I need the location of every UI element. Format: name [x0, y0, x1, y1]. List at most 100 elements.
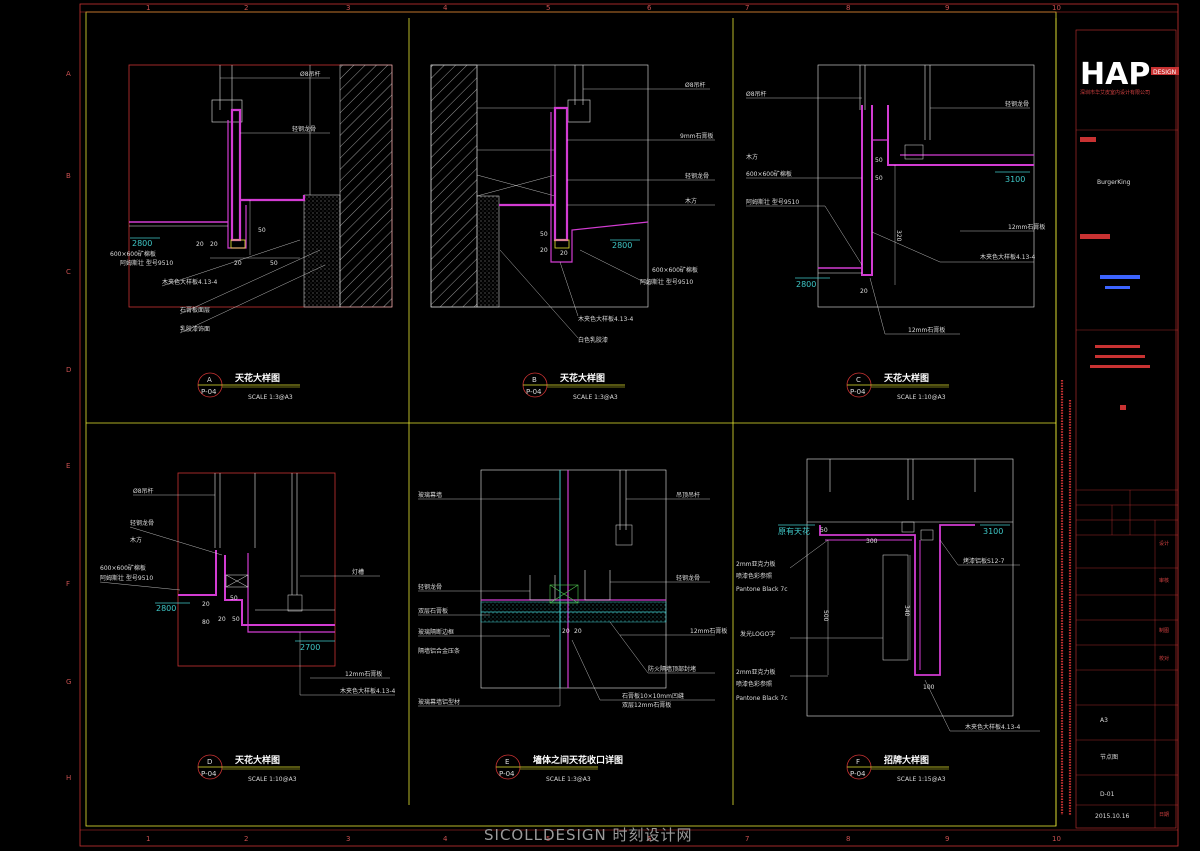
detail-c-label-4: 600×600矿棉板	[746, 170, 792, 178]
detail-title: 招牌大样图	[884, 754, 929, 766]
detail-a-label-2: 轻钢龙骨	[292, 125, 316, 133]
detail-e-label-11: 双层12mm石膏板	[622, 701, 671, 709]
detail-f-label-6: 喷漆色彩参照	[736, 680, 772, 688]
detail-e-label-5: 玻璃隔断边框	[418, 628, 454, 636]
drawing-title: 节点图	[1100, 753, 1118, 761]
detail-d-dim-5: 80	[202, 619, 210, 626]
detail-e-label-8: 隔墙铝合金压条	[418, 647, 460, 655]
detail-e-label-7: 12mm石膏板	[690, 627, 727, 635]
detail-title: 天花大样图	[884, 372, 929, 384]
grid-col-label: 9	[945, 4, 949, 12]
detail-c-level-2: 2800	[796, 280, 816, 289]
detail-b-label-8: 白色乳胶漆	[578, 336, 608, 344]
grid-col-label: 7	[745, 4, 749, 12]
detail-a-dim-1: 20	[234, 260, 242, 267]
detail-c-dim-2: 50	[875, 175, 883, 182]
detail-d-label-1: Ø8吊杆	[133, 487, 154, 495]
detail-c-label-5: 阿姆斯壮 型号9510	[746, 198, 799, 206]
detail-f: 原有天花 3100 300 50 340 500 100 2mm亚克力板 喷漆色…	[736, 458, 1040, 732]
detail-a-level: 2800	[132, 239, 152, 248]
detail-b-dim-3: 20	[540, 247, 548, 254]
detail-c-dim-1: 50	[875, 157, 883, 164]
detail-b-label-4: 木方	[685, 197, 697, 205]
detail-tag-letter: D	[207, 758, 212, 766]
grid-col-label: 3	[346, 4, 350, 12]
detail-f-label-9: 烤漆铝板S12-7	[963, 557, 1005, 565]
detail-b-level: 2800	[612, 241, 632, 250]
detail-e-dim-2: 20	[574, 628, 582, 635]
logo: HAP DESIGN 深圳市华艾皮室内设计有限公司	[1080, 57, 1179, 96]
detail-scale: SCALE 1:10@A3	[248, 776, 297, 783]
detail-e-label-6: 轻钢龙骨	[676, 574, 700, 582]
logo-sub: DESIGN	[1153, 69, 1176, 76]
detail-e-label-2: 吊顶吊杆	[676, 491, 700, 499]
tb-label-5: 日期	[1159, 812, 1169, 818]
detail-tag-ref: P-04	[850, 388, 866, 396]
detail-f-label-5: 2mm亚克力板	[736, 668, 776, 676]
detail-e-label-3: 轻钢龙骨	[418, 583, 442, 591]
grid-col-label: 3	[346, 835, 350, 843]
detail-d-level-1: 2800	[156, 604, 176, 613]
detail-f-label-8: 木夹色大样板4.13-4	[965, 723, 1021, 731]
detail-c-label-2: 轻钢龙骨	[1005, 100, 1029, 108]
grid-col-label: 9	[945, 835, 949, 843]
detail-b-label-2: 9mm石膏板	[680, 132, 714, 140]
detail-d-label-7: 12mm石膏板	[345, 670, 382, 678]
paper-size: A3	[1100, 717, 1108, 724]
grid-col-label: 6	[647, 4, 652, 12]
sheet-number: D-01	[1100, 791, 1115, 798]
grid-col-label: 10	[1052, 4, 1061, 12]
detail-f-dim-1: 300	[866, 538, 878, 545]
grid-col-label: 4	[443, 835, 448, 843]
grid-row-label: D	[66, 366, 71, 374]
detail-title: 天花大样图	[560, 372, 605, 384]
drawing-date: 2015.10.16	[1095, 813, 1130, 820]
detail-d-dim-1: 20	[202, 601, 210, 608]
grid-col-label: 4	[443, 4, 448, 12]
detail-tag-letter: E	[505, 758, 509, 766]
detail-f-dim-2: 50	[820, 527, 828, 534]
detail-tag-ref: P-04	[526, 388, 542, 396]
detail-scale: SCALE 1:3@A3	[546, 776, 591, 783]
detail-a-dim-3: 20	[196, 241, 204, 248]
grid-col-label: 8	[846, 835, 850, 843]
detail-f-level-2: 3100	[983, 527, 1003, 536]
detail-d-label-3: 木方	[130, 536, 142, 544]
grid-col-label: 2	[244, 4, 248, 12]
detail-tag-ref: P-04	[850, 770, 866, 778]
detail-d-dim-4: 50	[232, 616, 240, 623]
detail-d-label-8: 木夹色大样板4.13-4	[340, 687, 396, 695]
detail-f-dim-4: 500	[822, 610, 829, 622]
detail-c-dim-4: 20	[860, 288, 868, 295]
detail-e-label-1: 玻璃幕墙	[418, 491, 442, 499]
detail-d-dim-2: 50	[230, 595, 238, 602]
detail-b-label-7: 木夹色大样板4.13-4	[578, 315, 634, 323]
detail-tag-ref: P-04	[201, 770, 217, 778]
detail-f-label-1: 2mm亚克力板	[736, 560, 776, 568]
grid-row-label: C	[66, 268, 71, 276]
grid-row-label: B	[66, 172, 71, 180]
grid-row-label: G	[66, 678, 71, 686]
tb-label-2: 审核	[1159, 577, 1169, 584]
detail-a-label-5: 木夹色大样板4.13-4	[162, 278, 218, 286]
detail-f-label-2: 喷漆色彩参照	[736, 572, 772, 580]
detail-b-label-5: 600×600矿棉板	[652, 266, 698, 274]
grid-col-label: 10	[1052, 835, 1061, 843]
grid-col-label: 6	[647, 835, 652, 843]
detail-tag-letter: F	[856, 758, 860, 766]
detail-c-level-1: 3100	[1005, 175, 1025, 184]
detail-a-label-3: 600×600矿棉板	[110, 250, 156, 258]
detail-a-dim-4: 50	[258, 227, 266, 234]
grid-col-label: 1	[146, 835, 150, 843]
detail-c-dim-3: 320	[895, 230, 902, 242]
detail-e: 20 20 玻璃幕墙 吊顶吊杆 轻钢龙骨 双层石膏板 玻璃隔断边框 轻钢龙骨 1…	[418, 469, 727, 709]
detail-b: 2800 50 20 20 Ø8吊杆 9mm石膏板 轻钢龙骨 木方 600×60…	[430, 64, 715, 344]
